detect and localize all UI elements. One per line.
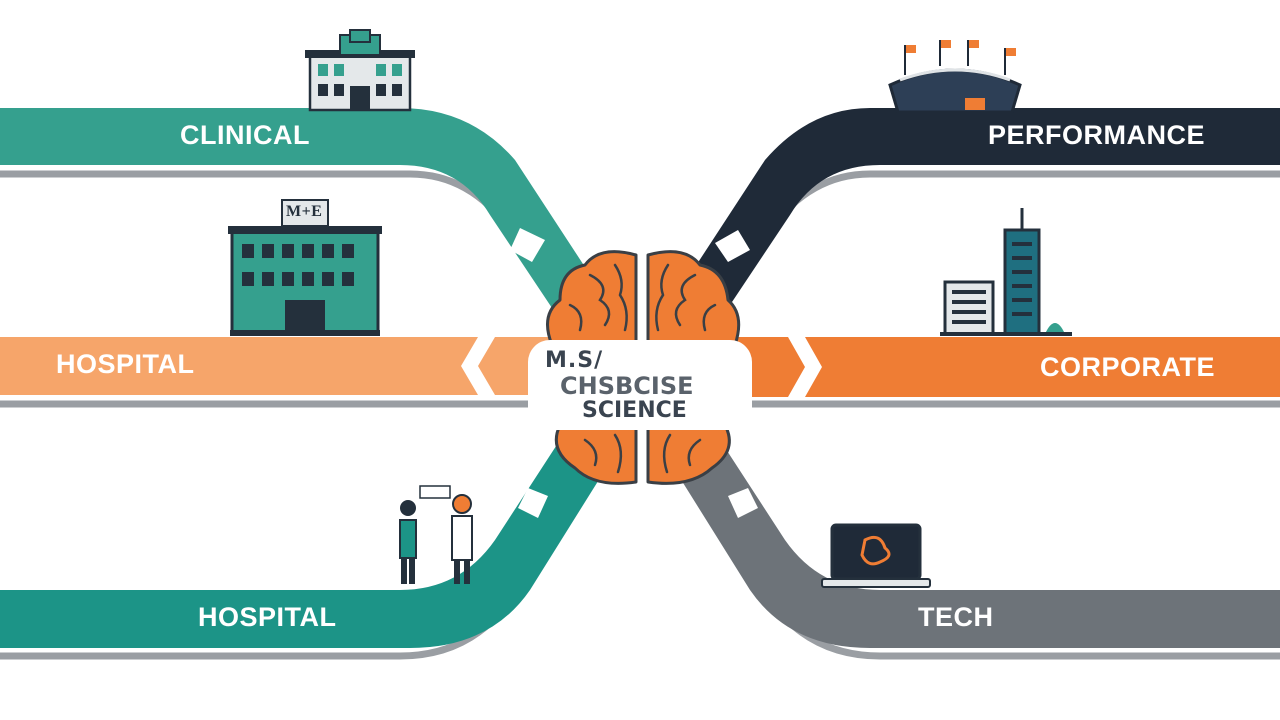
hospital-mid-chevron — [461, 337, 495, 395]
hospital-low-band — [0, 440, 605, 648]
city-skyline-icon — [940, 208, 1072, 336]
center-title-line3: SCIENCE — [582, 398, 687, 423]
pathway-label-hospital-mid: HOSPITAL — [56, 349, 195, 379]
hospital-mid-band — [0, 337, 560, 395]
center-title-line1: M.S/ — [545, 348, 604, 373]
hospital-building-icon — [228, 199, 382, 336]
building-sign-text: M+E — [286, 203, 323, 220]
corporate-band — [730, 337, 1280, 397]
clinical-band — [0, 108, 600, 320]
performance-chevron — [715, 230, 750, 262]
pathway-label-performance: PERFORMANCE — [988, 120, 1206, 150]
corporate-chevron — [788, 337, 822, 397]
clinical-chevron — [510, 228, 545, 262]
center-badge — [528, 340, 752, 430]
performance-band — [680, 108, 1280, 320]
clinic-building-icon — [305, 29, 415, 112]
pathway-label-hospital-low: HOSPITAL — [198, 602, 337, 632]
hospital-low-chevron — [518, 488, 548, 518]
pathway-label-corporate: CORPORATE — [1040, 352, 1216, 382]
tech-chevron — [728, 488, 758, 518]
laptop-icon — [821, 523, 931, 588]
pathway-label-clinical: CLINICAL — [180, 120, 310, 150]
tech-band — [675, 440, 1280, 648]
center-title-line2: CHSBCISE — [560, 372, 694, 400]
pathway-label-tech: TECH — [918, 602, 994, 632]
doctor-patient-icon — [399, 485, 473, 584]
stadium-icon — [888, 40, 1022, 114]
